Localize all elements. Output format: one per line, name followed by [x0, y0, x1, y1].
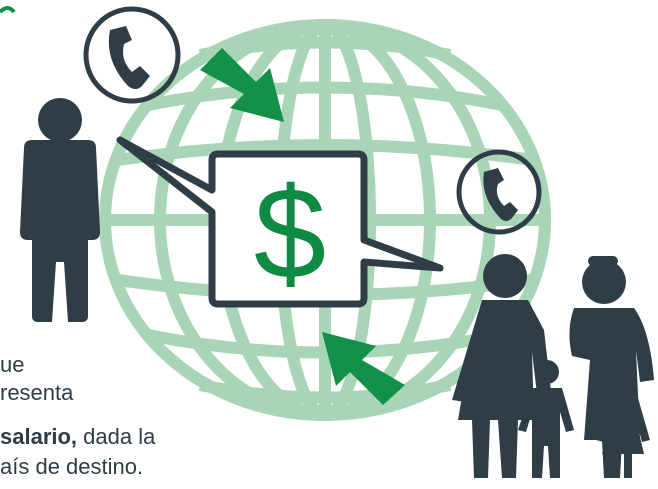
caption-bold-word: salario, — [0, 424, 78, 449]
phone-icon — [83, 6, 181, 104]
decorative-arc — [0, 6, 16, 14]
caption-line-3: salario, dada la — [0, 424, 155, 450]
person-man-icon — [20, 98, 100, 322]
family-icon — [452, 254, 654, 478]
dollar-sign: $ — [254, 160, 326, 306]
speech-bubble-icon — [116, 136, 444, 308]
globe-icon — [99, 19, 551, 421]
caption-line-1: ue — [0, 352, 25, 377]
phone-icon — [456, 149, 542, 235]
caption-line-3-rest: dada la — [77, 424, 156, 449]
caption-line-4: aís de destino. — [0, 454, 144, 479]
caption-line-2: resenta — [0, 380, 74, 405]
arrow-icon — [200, 48, 405, 405]
